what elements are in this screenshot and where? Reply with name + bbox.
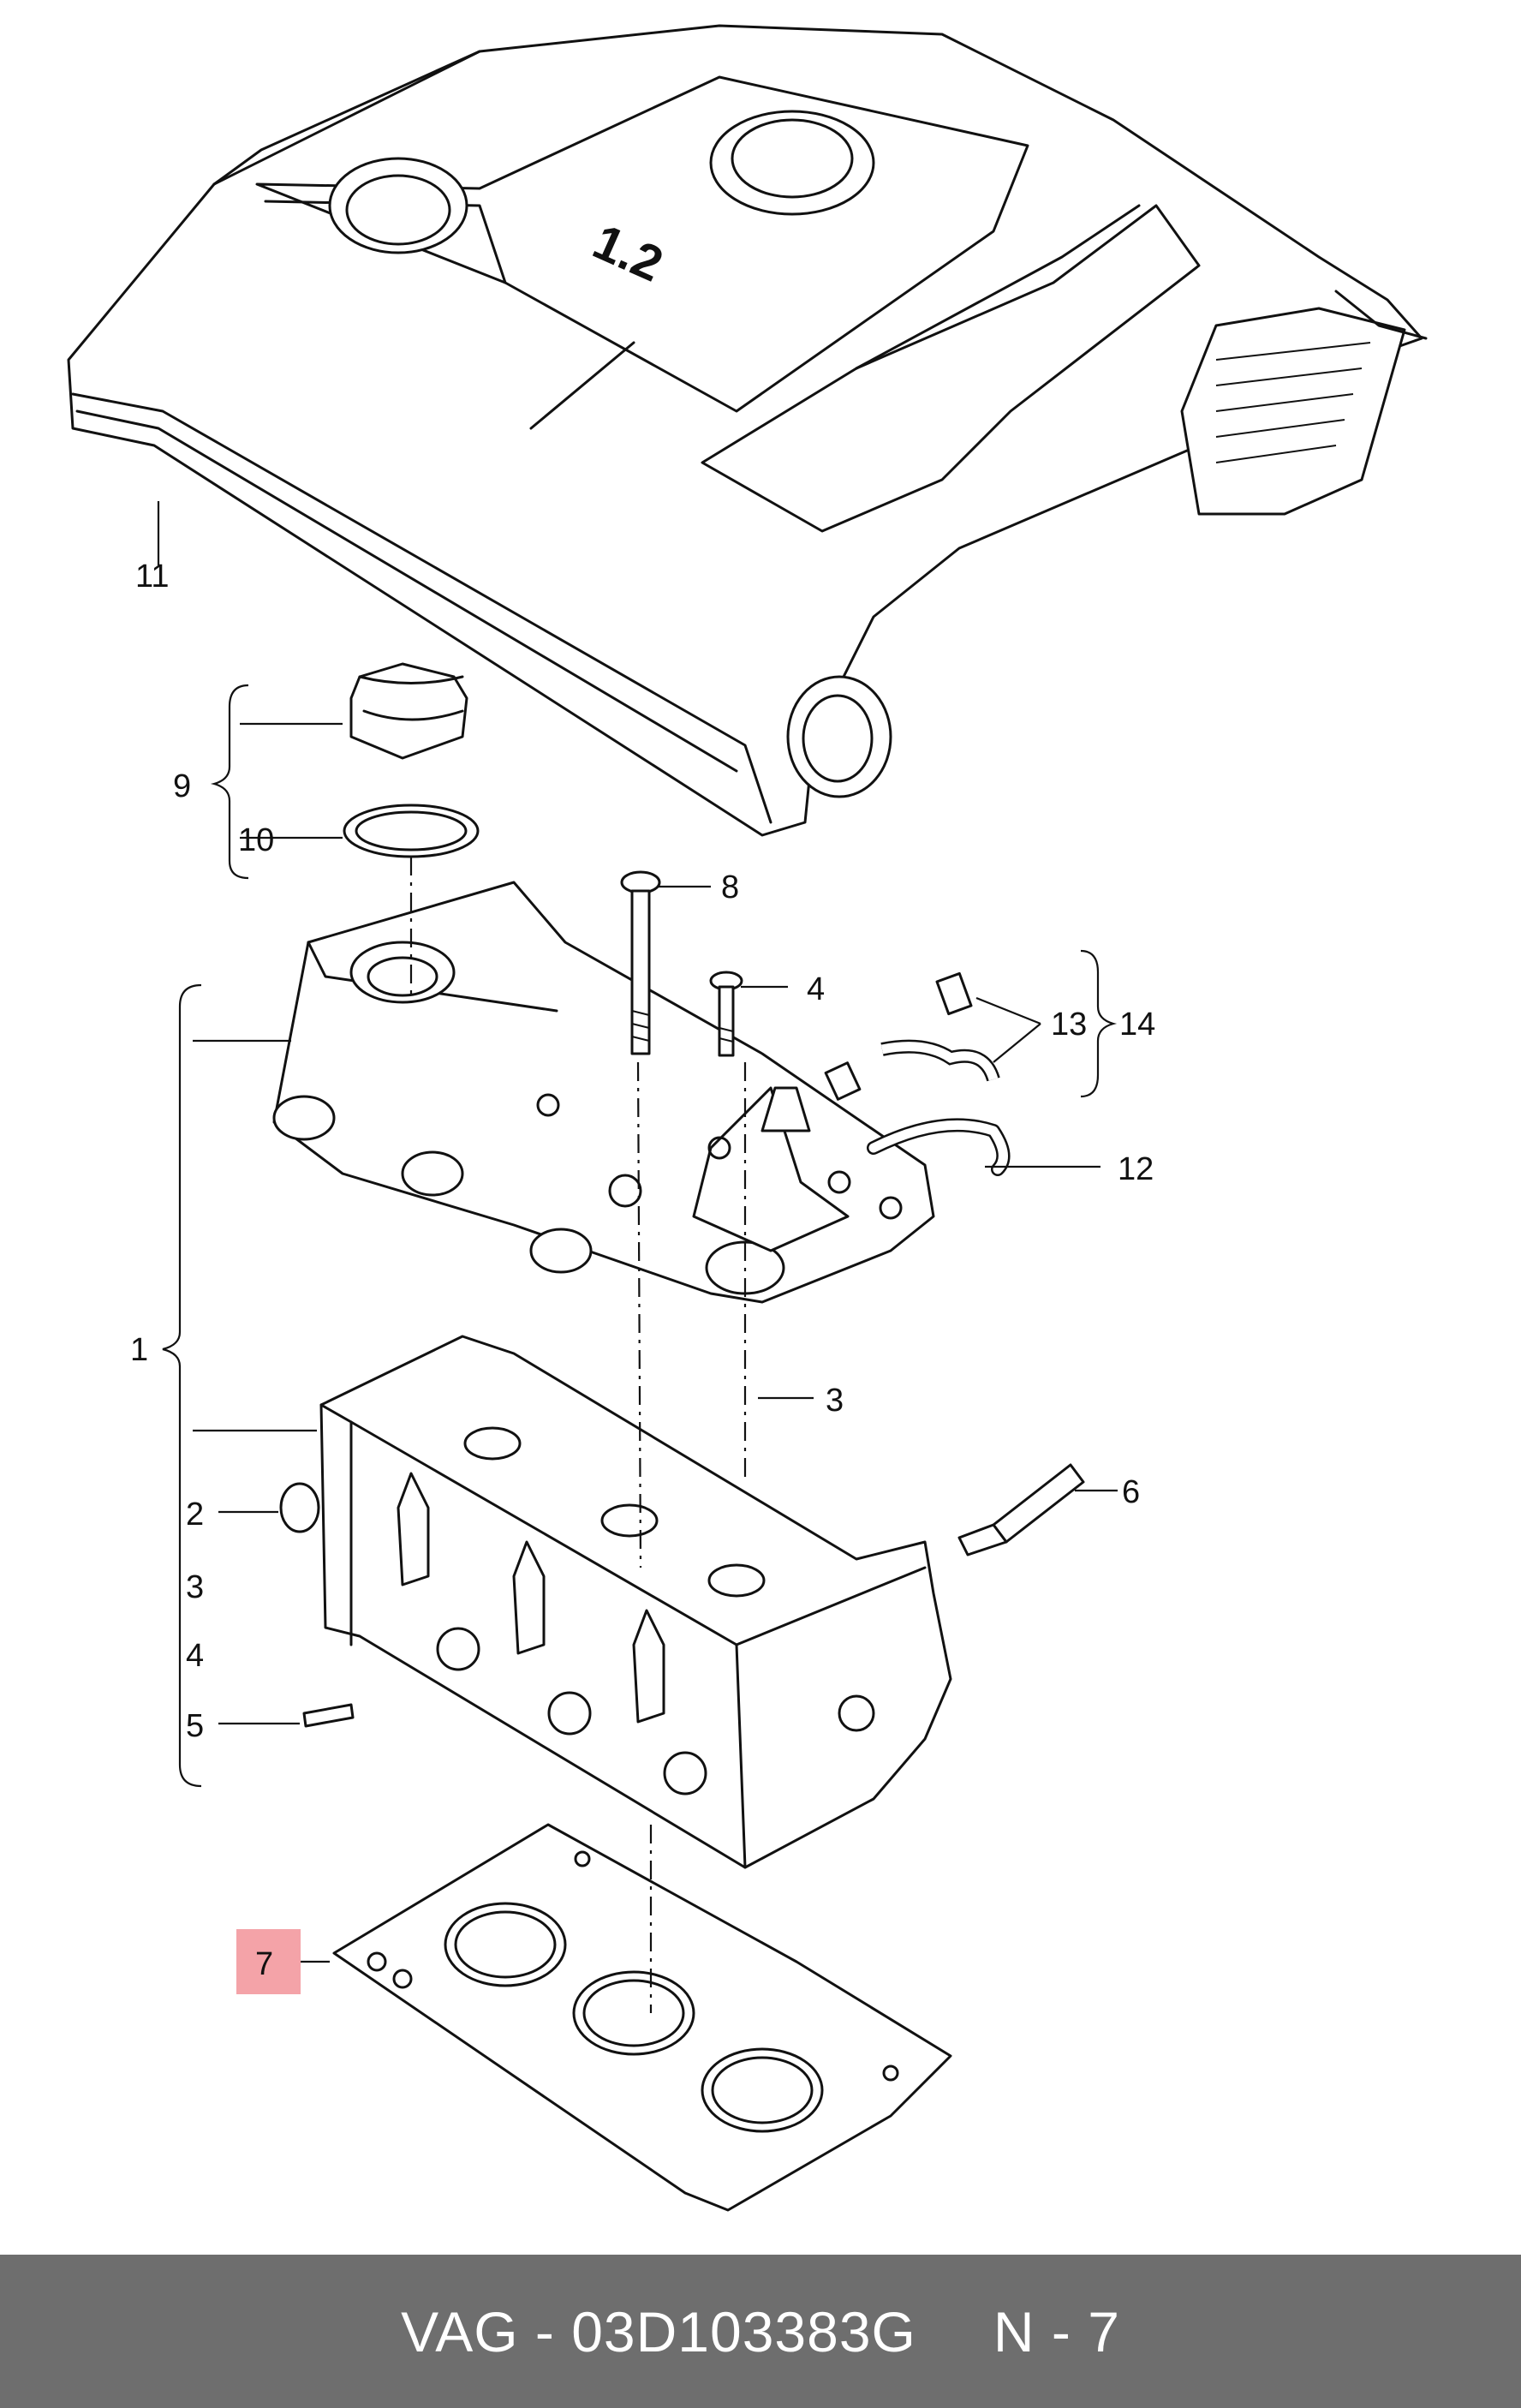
part-7-highlight [236, 1929, 301, 1994]
leader-lines [157, 501, 1118, 1963]
part-reference: VAG - 03D103383G [401, 2299, 916, 2363]
callout-3-right: 3 [826, 1383, 844, 1419]
callout-13: 13 [1051, 1007, 1087, 1043]
callout-14: 14 [1119, 1007, 1155, 1043]
callout-7: 7 [255, 1946, 273, 1982]
callout-5: 5 [186, 1708, 204, 1744]
head-gasket-part-7 [332, 1823, 952, 2212]
cylinder-head [279, 1335, 952, 1869]
sealant-tube-part-6 [957, 1463, 1085, 1557]
bracket-part-9 [210, 684, 249, 880]
bracket-part-1 [162, 983, 202, 1788]
callout-12: 12 [1118, 1151, 1154, 1187]
callout-4-left: 4 [186, 1638, 204, 1674]
alignment-lines [409, 857, 747, 2013]
bolt-part-4 [709, 971, 743, 1057]
breather-hose-parts-12-13 [824, 971, 1011, 1176]
callout-9: 9 [173, 768, 191, 804]
part-number-footer: VAG - 03D103383G N - 7 [0, 2255, 1521, 2408]
bracket-part-14 [1080, 949, 1118, 1098]
callout-10: 10 [238, 822, 274, 858]
callout-11: 11 [135, 559, 169, 595]
callout-3-left: 3 [186, 1569, 204, 1605]
callout-2: 2 [186, 1497, 204, 1533]
callout-8: 8 [721, 869, 739, 905]
callout-6: 6 [1122, 1474, 1140, 1510]
callout-1: 1 [130, 1332, 148, 1368]
exploded-parts-diagram: 1.2 [67, 24, 1428, 2212]
callout-4-right: 4 [807, 971, 825, 1007]
engine-cover-part-11: 1.2 [67, 24, 1428, 837]
oil-filler-cap-part-9 [343, 662, 480, 858]
bolt-part-8 [620, 870, 661, 1055]
camshaft-housing [272, 881, 935, 1304]
position-reference: N - 7 [993, 2299, 1120, 2363]
callout-labels: 11 9 10 8 4 13 14 12 1 3 6 2 3 4 5 7 [130, 559, 1155, 1982]
